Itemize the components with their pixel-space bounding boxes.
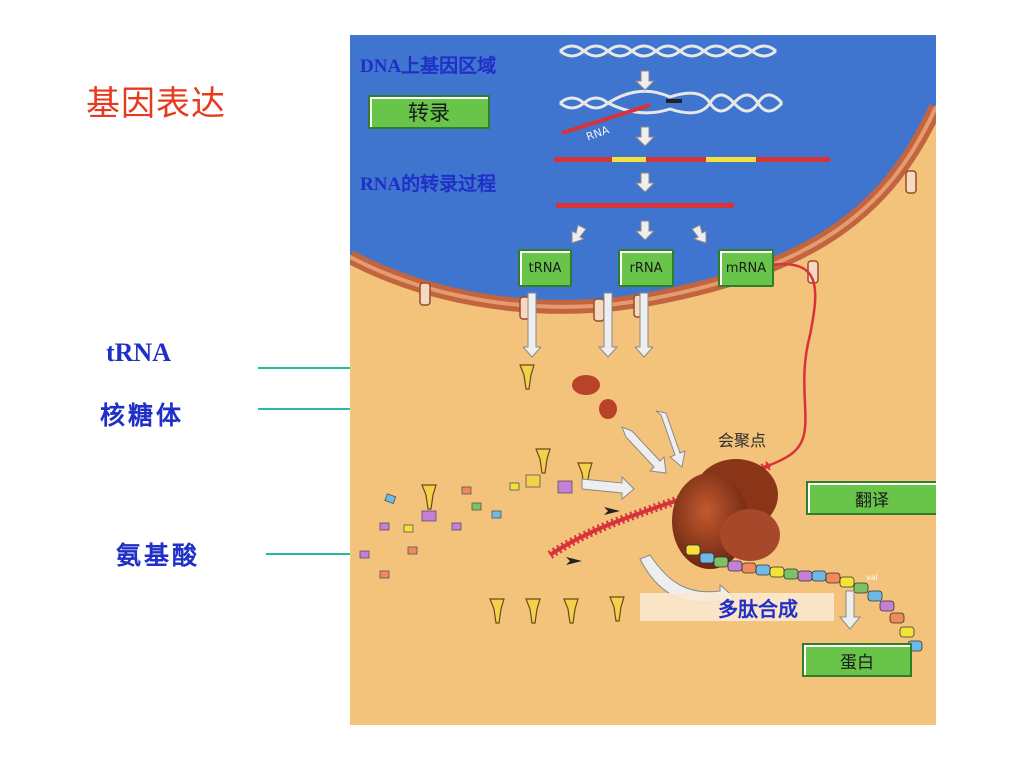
label-trna: tRNA bbox=[106, 338, 171, 367]
dna-transcription-bubble bbox=[559, 89, 784, 115]
chain-bead-label: val bbox=[866, 573, 878, 582]
amino-acid-pieces bbox=[359, 474, 573, 579]
box-transcription: 转录 bbox=[368, 95, 490, 129]
direction-arrow bbox=[566, 507, 620, 565]
nascent-rna-strand bbox=[561, 103, 651, 135]
heading-rna-transcription: RNA的转录过程 bbox=[360, 174, 497, 195]
trna-molecule bbox=[421, 364, 625, 624]
pre-rna-strip bbox=[554, 157, 830, 162]
flow-arrow bbox=[571, 224, 707, 244]
nucleus bbox=[350, 35, 936, 305]
box-protein: 蛋白 bbox=[802, 643, 912, 677]
label-ribosome: 核糖体 bbox=[100, 401, 185, 430]
processed-rna-strip bbox=[556, 203, 734, 208]
heading-dna-gene-region: DNA上基因区域 bbox=[360, 56, 497, 77]
box-mrna: mRNA bbox=[718, 249, 774, 287]
export-arrow bbox=[521, 292, 655, 358]
assembly-flow-arrow bbox=[581, 410, 686, 501]
slide-title: 基因表达 bbox=[86, 84, 226, 124]
leader-line-amino-acid bbox=[266, 553, 406, 555]
box-rrna: rRNA bbox=[618, 249, 674, 287]
diagram-illustration bbox=[350, 35, 936, 725]
gene-expression-diagram: DNA上基因区域 RNA的转录过程 RNA 转录 tRNA rRNA mRNA … bbox=[350, 35, 936, 725]
box-trna: tRNA bbox=[518, 249, 572, 287]
flow-arrow bbox=[634, 70, 656, 241]
polypeptide-chain bbox=[685, 544, 923, 652]
label-assembly-point: 会聚点 bbox=[718, 431, 767, 450]
box-translation: 翻译 bbox=[806, 481, 936, 515]
protein-arrow bbox=[838, 590, 862, 630]
dna-helix bbox=[559, 44, 777, 58]
free-ribosome bbox=[572, 375, 617, 419]
label-polypeptide-synthesis: 多肽合成 bbox=[718, 597, 798, 621]
label-amino-acid: 氨基酸 bbox=[116, 541, 201, 570]
